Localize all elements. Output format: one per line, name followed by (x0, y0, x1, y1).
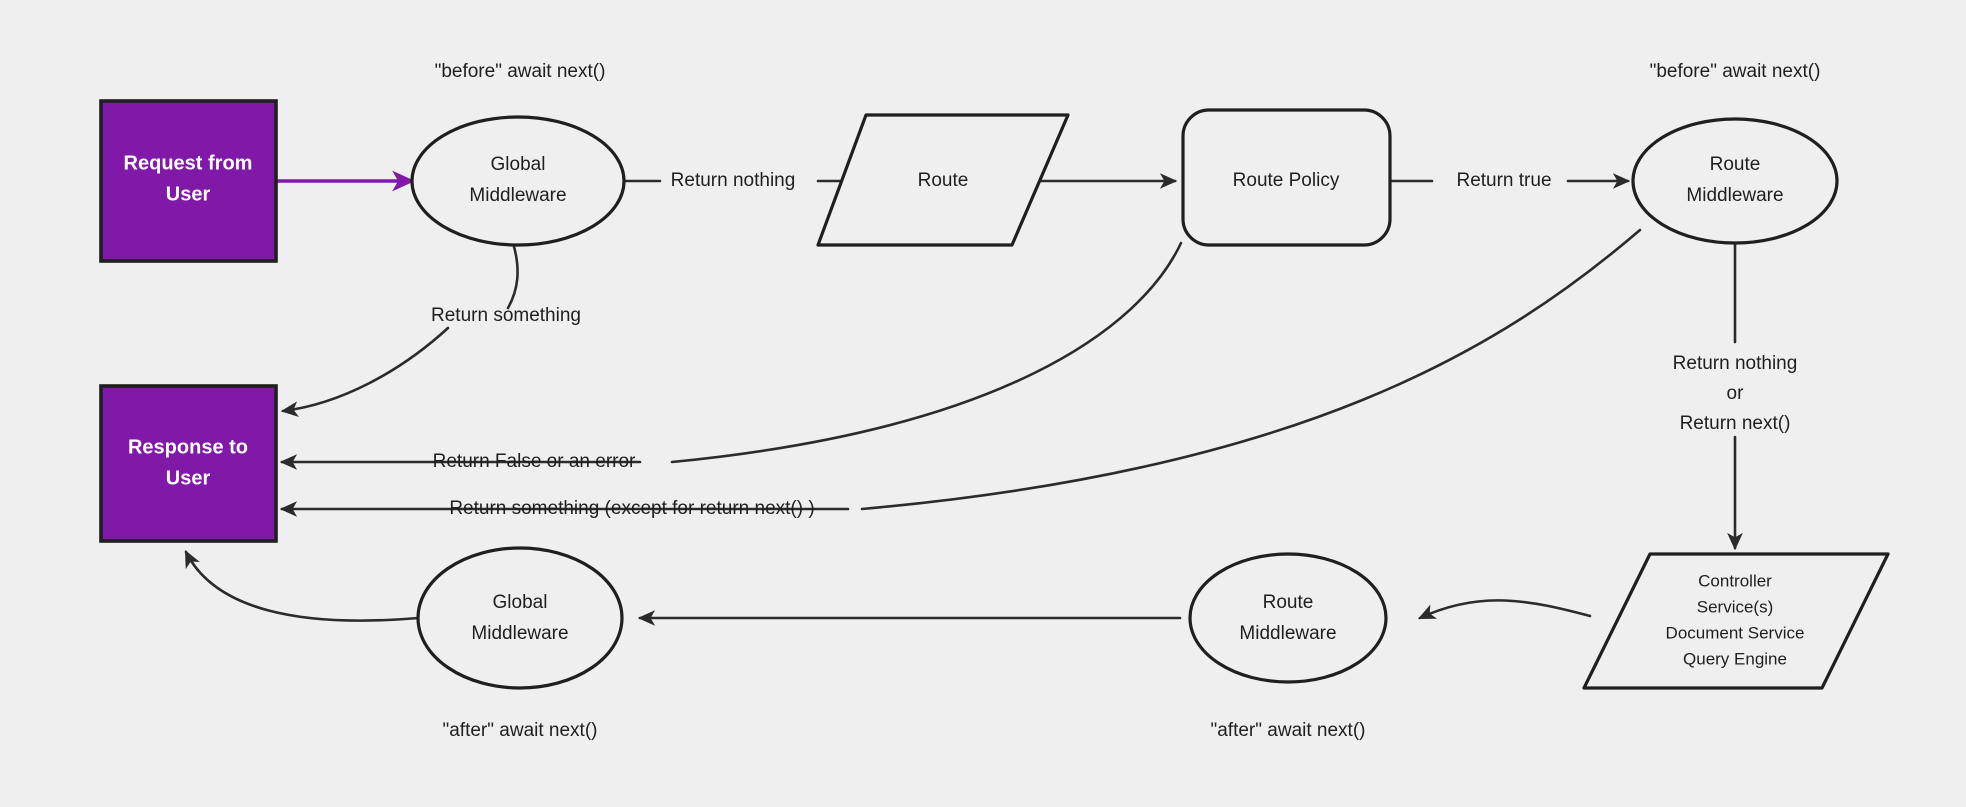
node-route-middleware-before[interactable]: Route Middleware (1631, 117, 1839, 245)
note-after-await-next-route-middleware: "after" await next() (1211, 720, 1366, 741)
node-handler-line3: Document Service (1666, 623, 1805, 642)
node-handler-line1: Controller (1698, 571, 1772, 590)
edge-label-return-nothing: Return nothing (671, 170, 796, 191)
node-route-label: Route (918, 170, 969, 191)
node-route-policy-label: Route Policy (1233, 170, 1340, 191)
node-global-middleware-after-line1: Global (493, 592, 548, 613)
note-before-await-next-global: "before" await next() (435, 61, 606, 82)
edge-routemw-return-something-curve (860, 228, 1642, 511)
node-response-to-user[interactable]: Response to User (99, 384, 278, 543)
node-handler-services[interactable]: Controller Service(s) Document Service Q… (1582, 552, 1890, 690)
node-global-middleware-before-line2: Middleware (469, 185, 566, 206)
node-global-middleware-before[interactable]: Global Middleware (410, 115, 626, 247)
node-request-from-user-line2: User (166, 183, 211, 205)
edge-label-return-something-except-next: Return something (except for return next… (449, 498, 814, 519)
node-route-middleware-after-line2: Middleware (1239, 623, 1336, 644)
node-route-middleware-after-line1: Route (1263, 592, 1314, 613)
node-request-from-user-line1: Request from (124, 152, 253, 174)
node-route-policy[interactable]: Route Policy (1181, 108, 1392, 247)
node-route-middleware-before-line1: Route (1710, 154, 1761, 175)
node-handler-line2: Service(s) (1697, 597, 1774, 616)
node-response-to-user-line1: Response to (128, 436, 248, 458)
node-route-middleware-after[interactable]: Route Middleware (1188, 552, 1388, 684)
edge-policy-return-false-curve (670, 241, 1183, 464)
note-after-await-next-global: "after" await next() (443, 720, 598, 741)
edge-label-return-false-or-error: Return False or an error (433, 451, 636, 472)
note-before-await-next-route-middleware: "before" await next() (1650, 61, 1821, 82)
node-route-middleware-before-line2: Middleware (1686, 185, 1783, 206)
node-global-middleware-after[interactable]: Global Middleware (416, 546, 624, 690)
edge-handler-to-route-middleware-after (1417, 599, 1592, 620)
node-global-middleware-after-line2: Middleware (471, 623, 568, 644)
edge-label-or: or (1727, 383, 1745, 404)
edge-global-return-something-upper (506, 241, 519, 310)
edge-label-return-true: Return true (1456, 170, 1551, 191)
edge-global-mw-after-to-response (184, 549, 420, 622)
edge-label-return-next: Return next() (1680, 413, 1791, 434)
node-handler-line4: Query Engine (1683, 649, 1787, 668)
node-route[interactable]: Route (816, 113, 1070, 247)
edge-label-return-nothing-pass: Return nothing (1673, 353, 1798, 374)
node-response-to-user-line2: User (166, 467, 211, 489)
edge-label-return-something: Return something (431, 305, 581, 326)
edge-global-return-something-lower (280, 326, 450, 417)
node-global-middleware-before-line1: Global (491, 154, 546, 175)
node-request-from-user[interactable]: Request from User (99, 99, 278, 263)
